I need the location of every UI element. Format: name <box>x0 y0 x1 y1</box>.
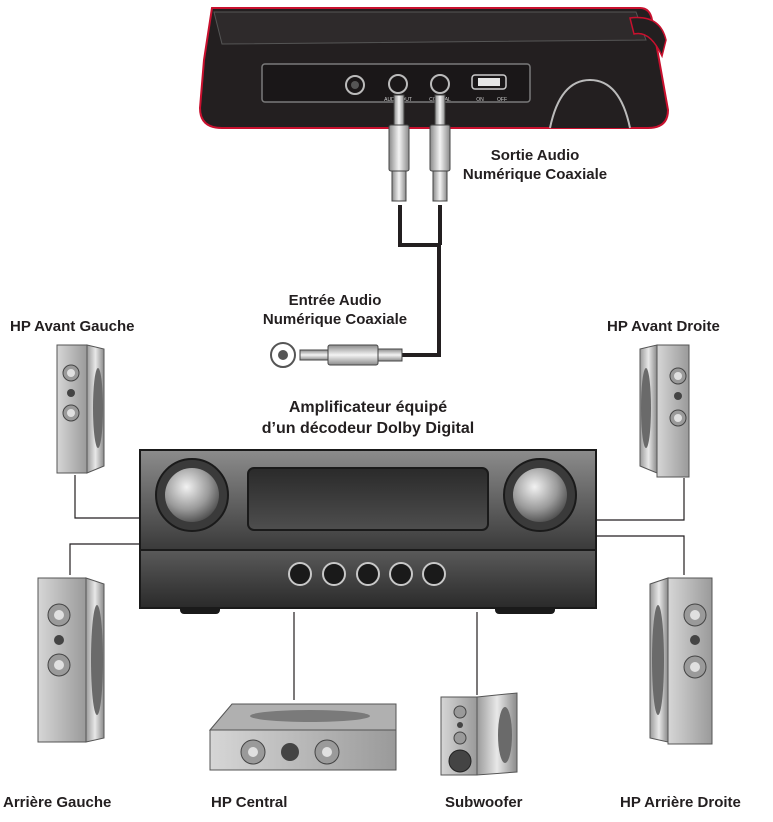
speaker-front-left <box>56 344 105 474</box>
amplifier <box>139 449 597 614</box>
switch-on-label: ON <box>476 97 484 103</box>
amplifier-label: Amplificateur équipé d’un décodeur Dolby… <box>208 397 528 439</box>
subwoofer <box>440 692 518 776</box>
amplifier-label-line2: d’un décodeur Dolby Digital <box>261 420 475 437</box>
front-left-label: HP Avant Gauche <box>10 318 135 335</box>
rear-left-label: Arrière Gauche <box>3 794 112 811</box>
input-label-line2: Numérique Coaxiale <box>262 311 408 328</box>
input-label-line1: Entrée Audio <box>288 292 382 309</box>
speaker-wires <box>69 475 685 700</box>
amp-buttons <box>288 562 446 586</box>
coaxial-cable <box>270 94 451 368</box>
center-label: HP Central <box>211 794 288 811</box>
input-label: Entrée Audio Numérique Coaxiale <box>245 291 425 329</box>
rear-right-label: HP Arrière Droite <box>620 794 741 811</box>
output-label-line2: Numérique Coaxiale <box>462 166 608 183</box>
dvd-player: AUDIO OUT COAXIAL ON OFF <box>198 7 670 129</box>
amp-display <box>247 467 489 531</box>
switch-off-label: OFF <box>497 97 507 103</box>
speaker-center <box>208 703 397 771</box>
output-label-line1: Sortie Audio <box>490 147 580 164</box>
speaker-rear-right <box>649 577 713 745</box>
speaker-rear-left <box>37 577 105 743</box>
output-label: Sortie Audio Numérique Coaxiale <box>455 146 615 184</box>
amplifier-label-line1: Amplificateur équipé <box>288 399 448 416</box>
audio-out-jack <box>388 74 408 94</box>
front-right-label: HP Avant Droite <box>607 318 720 335</box>
subwoofer-label: Subwoofer <box>445 794 523 811</box>
speaker-front-right <box>639 344 690 478</box>
coaxial-jack <box>430 74 450 94</box>
